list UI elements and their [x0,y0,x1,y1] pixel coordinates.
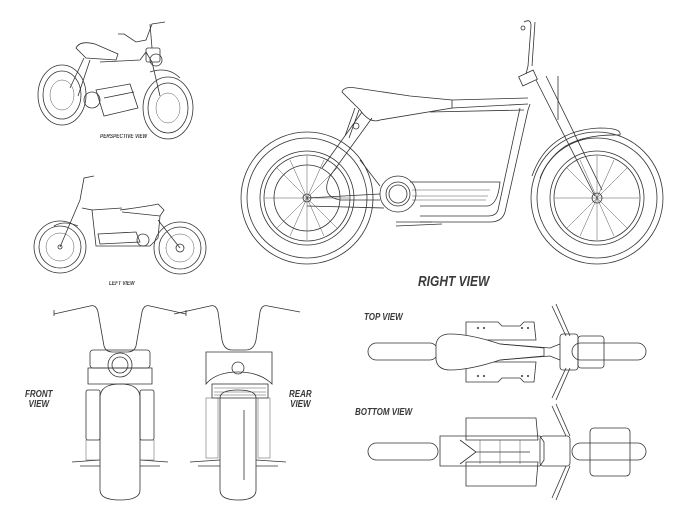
perspective-view-drawing [37,21,194,140]
rear-view-drawing [173,305,301,501]
rear-view-label: REAR VIEW [289,390,312,410]
front-view-label-line1: FRONT [25,389,53,400]
right-view-label: RIGHT VIEW [418,273,490,290]
right-view-drawing [240,20,664,265]
front-view-drawing [53,305,187,501]
left-view-drawing [33,175,207,275]
front-view-label: FRONT VIEW [25,390,53,410]
rear-view-label-line1: REAR [289,389,312,400]
front-view-label-line2: VIEW [28,399,49,410]
top-view-drawing [367,303,647,401]
bottom-view-drawing [367,403,647,501]
bottom-view-label: BOTTOM VIEW [355,407,413,418]
top-view-label: TOP VIEW [364,312,403,323]
rear-view-label-line2: VIEW [290,399,311,410]
perspective-view-label: PERSPECTIVE VIEW [100,134,148,140]
left-view-label: LEFT VIEW [109,281,135,287]
